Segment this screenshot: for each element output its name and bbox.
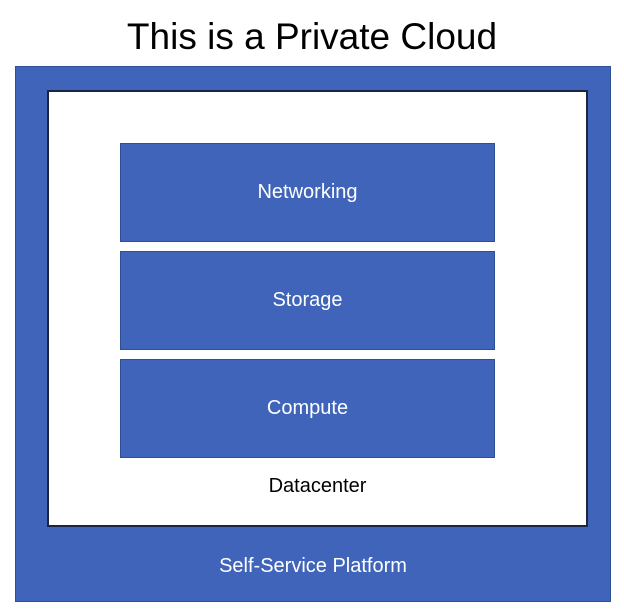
networking-layer: Networking [120,143,495,242]
self-service-platform-label: Self-Service Platform [219,555,407,577]
datacenter-label: Datacenter [268,475,367,497]
storage-layer: Storage [120,251,495,350]
diagram-title: This is a Private Cloud [126,16,498,57]
compute-layer: Compute [120,359,495,458]
